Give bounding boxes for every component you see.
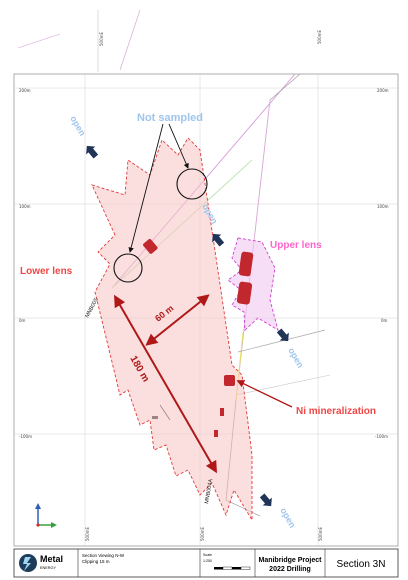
section-name: Section 3N bbox=[337, 559, 386, 570]
elev-label-neg100-right: -100m bbox=[375, 434, 388, 439]
open-arrow-upper-lens-bottom bbox=[276, 328, 289, 342]
not-sampled-circle-lower bbox=[113, 253, 143, 283]
ni-mineralization-label: Ni mineralization bbox=[296, 406, 376, 417]
grid-labels: 200m 200m 100m 100m 0m 0m -100m -100m 50… bbox=[19, 29, 389, 541]
project-name: Manibridge Project bbox=[258, 557, 322, 564]
not-sampled-pointer-lower bbox=[128, 123, 164, 253]
elev-label-0-right: 0m bbox=[381, 318, 388, 323]
bolt-icon bbox=[23, 557, 31, 571]
easting-label-bottom-mid: 500mE bbox=[200, 526, 205, 541]
easting-label-top: 500mE bbox=[99, 31, 104, 46]
not-sampled-pointer-upper bbox=[168, 123, 189, 169]
lower-lens-label: Lower lens bbox=[20, 266, 73, 277]
company-subname: ENERGY bbox=[40, 566, 57, 570]
elev-label-200-right: 200m bbox=[377, 88, 389, 93]
project-subtitle: 2022 Drilling bbox=[269, 566, 311, 573]
elev-label-200: 200m bbox=[19, 88, 31, 93]
scale-label: Scale bbox=[203, 553, 212, 557]
company-name: Metal bbox=[40, 554, 63, 564]
open-arrows bbox=[86, 145, 289, 507]
clipping-width: Clipping 15 m bbox=[82, 559, 110, 564]
open-arrow-upper-left bbox=[86, 145, 99, 159]
scale-value: 1:250 bbox=[203, 559, 212, 563]
upper-lens-label: Upper lens bbox=[270, 240, 322, 251]
easting-label-bottom-left: 500mE bbox=[85, 526, 90, 541]
length-measure-arrow bbox=[113, 294, 218, 474]
elev-label-100: 100m bbox=[19, 204, 31, 209]
open-arrow-lower-lens-bottom bbox=[259, 493, 272, 507]
elev-label-0: 0m bbox=[19, 318, 26, 323]
hole-label-mnb004a: MNB004A bbox=[204, 478, 214, 504]
view-direction: Section Viewing N-W bbox=[82, 553, 125, 558]
company-logo: Metal ENERGY bbox=[19, 554, 63, 572]
open-arrow-upper-lens-top bbox=[212, 233, 225, 247]
axis-triad bbox=[35, 503, 57, 528]
elev-label-100-right: 100m bbox=[377, 204, 389, 209]
elev-label-neg100: -100m bbox=[19, 434, 32, 439]
ni-mineralization-pointer bbox=[236, 380, 293, 408]
inset-preview bbox=[17, 9, 141, 72]
easting-label-top-right: 500mE bbox=[317, 29, 322, 44]
scale-bar bbox=[214, 566, 251, 570]
title-block: Metal ENERGY Section Viewing N-W Clippin… bbox=[13, 548, 399, 578]
not-sampled-label: Not sampled bbox=[137, 112, 203, 124]
not-sampled-circle-upper bbox=[176, 168, 208, 200]
easting-label-bottom-right: 500mE bbox=[318, 526, 323, 541]
